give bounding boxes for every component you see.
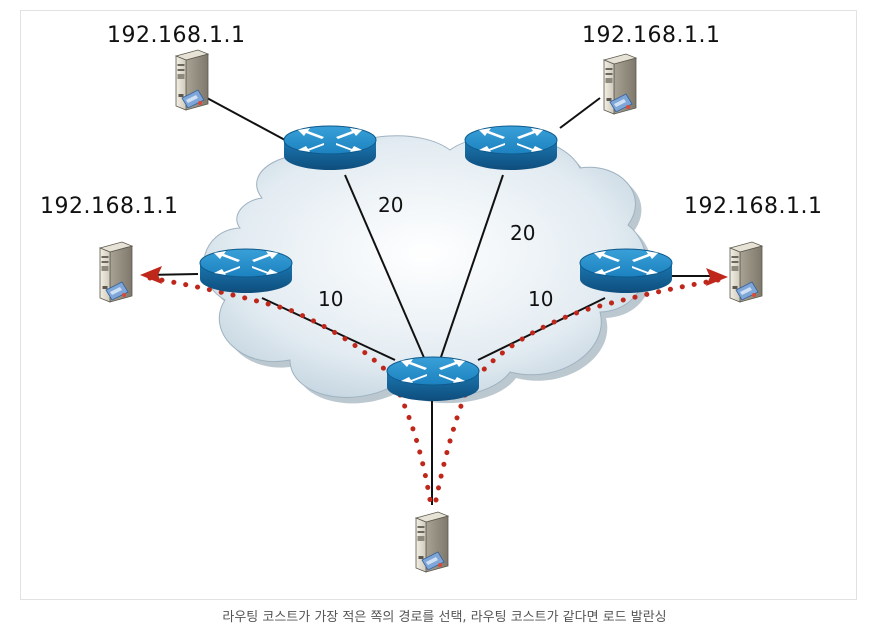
cost-label-top-left: 20 bbox=[378, 193, 403, 217]
router-mid-right bbox=[579, 248, 673, 294]
server-top-left bbox=[175, 49, 209, 111]
router-center bbox=[386, 356, 480, 402]
server-mid-left bbox=[99, 241, 133, 303]
figure-caption: 라우팅 코스트가 가장 적은 쪽의 경로를 선택, 라우팅 코스트가 같다면 로… bbox=[222, 610, 667, 625]
cloud bbox=[203, 135, 653, 404]
network-diagram: 192.168.1.1 192.168.1.1 192.168.1.1 192.… bbox=[40, 23, 822, 573]
arrow-right-icon bbox=[706, 268, 728, 286]
ip-label-top-left: 192.168.1.1 bbox=[107, 23, 245, 48]
cost-label-left: 10 bbox=[318, 287, 343, 311]
ip-label-mid-left: 192.168.1.1 bbox=[40, 194, 178, 219]
server-mid-right bbox=[729, 241, 763, 303]
preferred-paths bbox=[147, 275, 721, 503]
server-bottom bbox=[415, 511, 449, 573]
router-mid-left bbox=[199, 248, 293, 294]
arrow-left-icon bbox=[140, 266, 162, 284]
router-top-right bbox=[464, 125, 558, 171]
server-top-right bbox=[603, 53, 637, 115]
cost-label-top-right: 20 bbox=[510, 221, 535, 245]
router-top-left bbox=[283, 125, 377, 171]
cost-label-right: 10 bbox=[528, 287, 553, 311]
ip-label-top-right: 192.168.1.1 bbox=[582, 23, 720, 48]
ip-label-mid-right: 192.168.1.1 bbox=[684, 194, 822, 219]
